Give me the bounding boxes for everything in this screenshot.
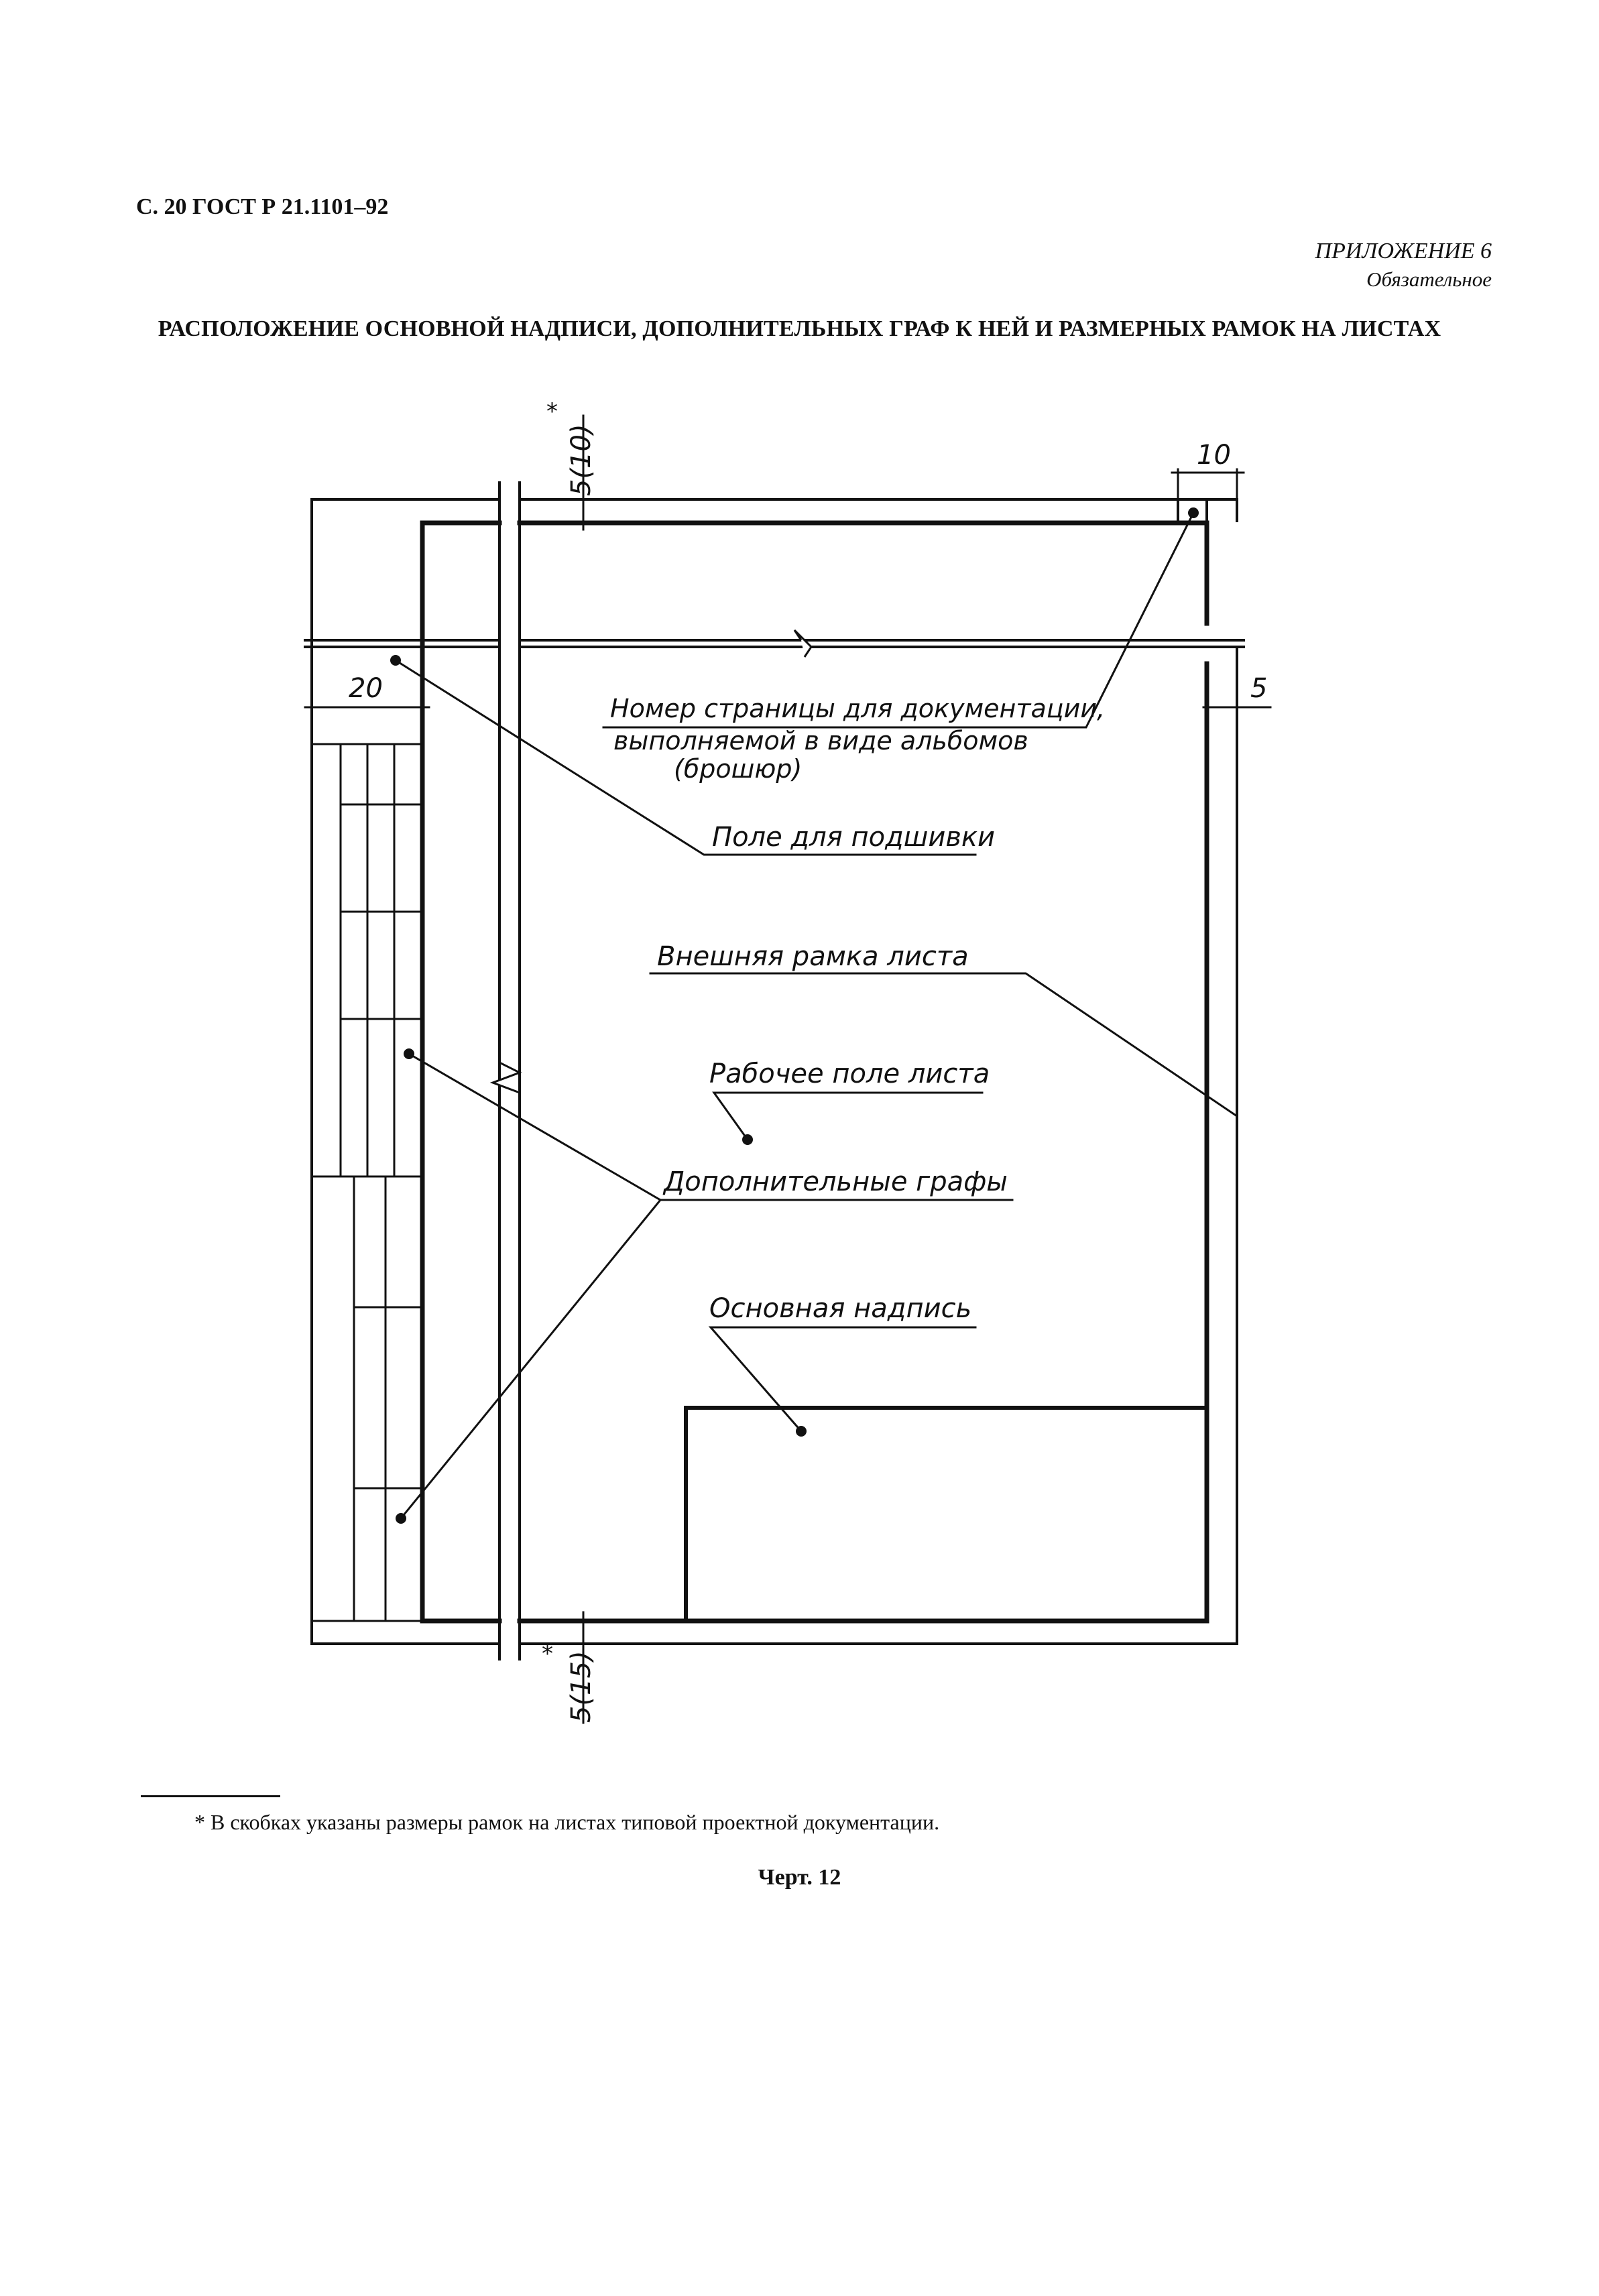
page-title: РАСПОЛОЖЕНИЕ ОСНОВНОЙ НАДПИСИ, ДОПОЛНИТЕ… (158, 316, 1441, 341)
label-outer-frame: Внешняя рамка листа (657, 941, 969, 972)
additional-columns-grid (310, 743, 424, 1622)
label-title-block: Основная надпись (709, 1293, 971, 1324)
dimension-bottom-label: 5(15) (566, 1650, 597, 1723)
dimension-bottom (574, 1611, 593, 1724)
dimension-bottom-mark: * (542, 1640, 553, 1667)
appendix-title: ПРИЛОЖЕНИЕ 6 (1315, 239, 1492, 263)
appendix-subtitle: Обязательное (1366, 267, 1492, 291)
dimension-top (574, 414, 593, 531)
break-zigzag-left (489, 1061, 522, 1094)
appendix-block: ПРИЛОЖЕНИЕ 6 Обязательное (1315, 237, 1492, 293)
footnote: * В скобках указаны размеры рамок на лис… (194, 1810, 940, 1834)
dimension-right-label: 5 (1250, 673, 1267, 704)
label-additional-columns: Дополнительные графы (662, 1166, 1008, 1197)
dimension-top-mark: * (546, 398, 558, 425)
dimension-right-top (1171, 468, 1245, 501)
title-block (684, 1406, 1209, 1623)
dimension-left (304, 646, 430, 745)
figure-caption: Черт. 12 (758, 1865, 841, 1890)
break-lines (498, 481, 521, 1660)
label-working-field: Рабочее поле листа (709, 1059, 990, 1089)
dimension-top-label: 5(10) (566, 424, 597, 496)
footnote-divider (141, 1795, 280, 1797)
leader-lines (394, 511, 1239, 1520)
dimension-left-label: 20 (349, 673, 383, 704)
label-page-number-line2: выполняемой в виде альбомов (613, 726, 1028, 756)
break-zigzag-top (793, 629, 813, 658)
dimension-right-top-label: 10 (1197, 440, 1231, 471)
label-binding-field: Поле для подшивки (712, 822, 995, 853)
dimension-right (1202, 699, 1272, 715)
label-page-number-line3: (брошюр) (674, 754, 802, 784)
leader-dots (390, 507, 1199, 1524)
document-code: С. 20 ГОСТ Р 21.1101–92 (136, 194, 389, 219)
label-page-number-line1: Номер страницы для документации, (610, 694, 1105, 723)
page-number-box (1177, 498, 1208, 524)
